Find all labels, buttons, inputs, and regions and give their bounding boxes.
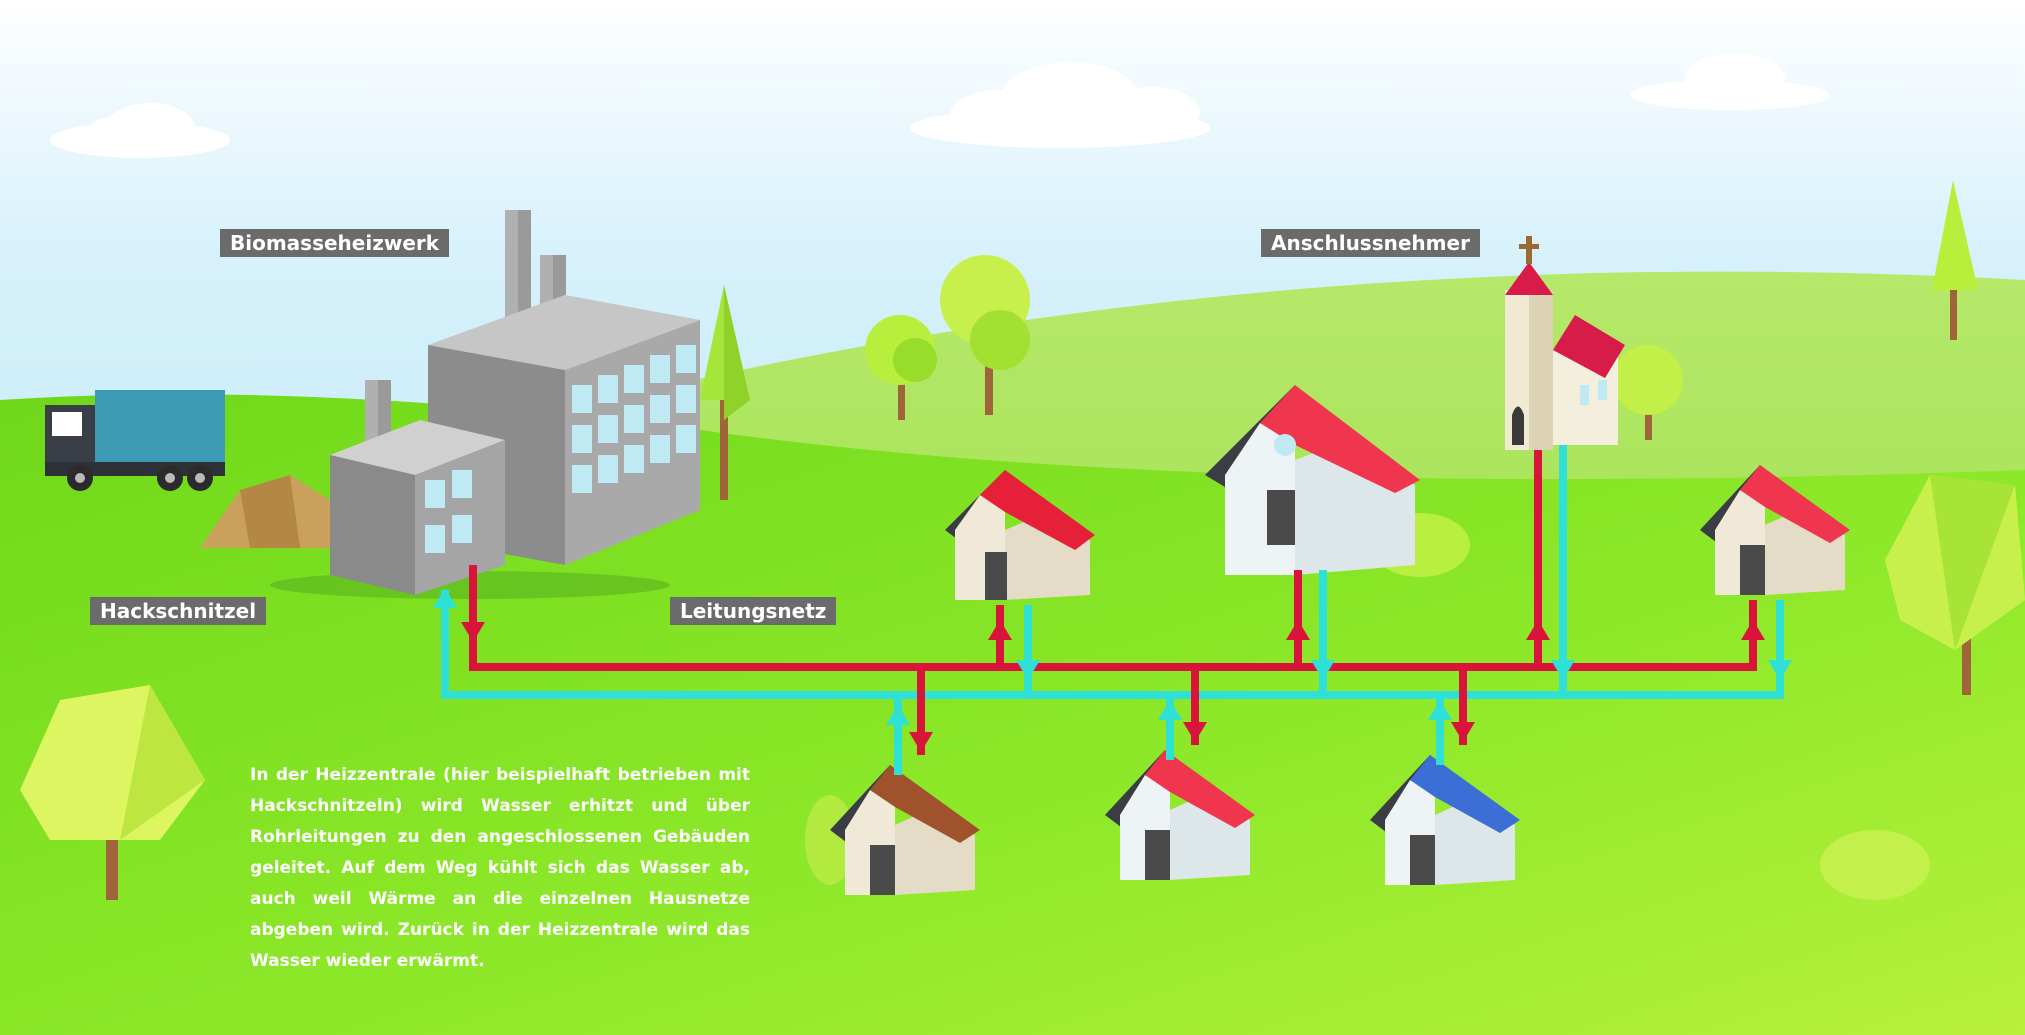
house bbox=[945, 470, 1095, 600]
tree bbox=[1613, 345, 1683, 440]
pipe-network-label: Leitungsnetz bbox=[670, 597, 837, 625]
church-building bbox=[1505, 236, 1625, 450]
cloud bbox=[910, 62, 1210, 148]
house bbox=[1105, 750, 1255, 880]
cloud bbox=[50, 103, 230, 158]
tree bbox=[865, 315, 937, 420]
return-arrow-icon bbox=[433, 588, 1792, 725]
consumers-label: Anschlussnehmer bbox=[1261, 229, 1480, 257]
truck-icon bbox=[45, 390, 225, 491]
house bbox=[830, 765, 980, 895]
cloud bbox=[1630, 53, 1830, 110]
bush bbox=[1820, 830, 1930, 900]
house bbox=[1700, 465, 1850, 595]
wood-chips-label: Hackschnitzel bbox=[90, 597, 267, 625]
tree bbox=[20, 685, 205, 900]
tree bbox=[940, 255, 1030, 415]
supply-arrow-icon bbox=[461, 620, 1765, 752]
house bbox=[1370, 755, 1520, 885]
biomass-plant-building bbox=[270, 210, 700, 599]
biomass-plant-label: Biomasseheizwerk bbox=[220, 229, 450, 257]
tree bbox=[1932, 180, 1978, 340]
grass bbox=[0, 394, 2025, 1035]
house bbox=[1205, 385, 1420, 575]
tree bbox=[1885, 475, 2025, 695]
description-text: In der Heizzentrale (hier beispielhaft b… bbox=[250, 765, 750, 971]
tree bbox=[700, 285, 750, 500]
